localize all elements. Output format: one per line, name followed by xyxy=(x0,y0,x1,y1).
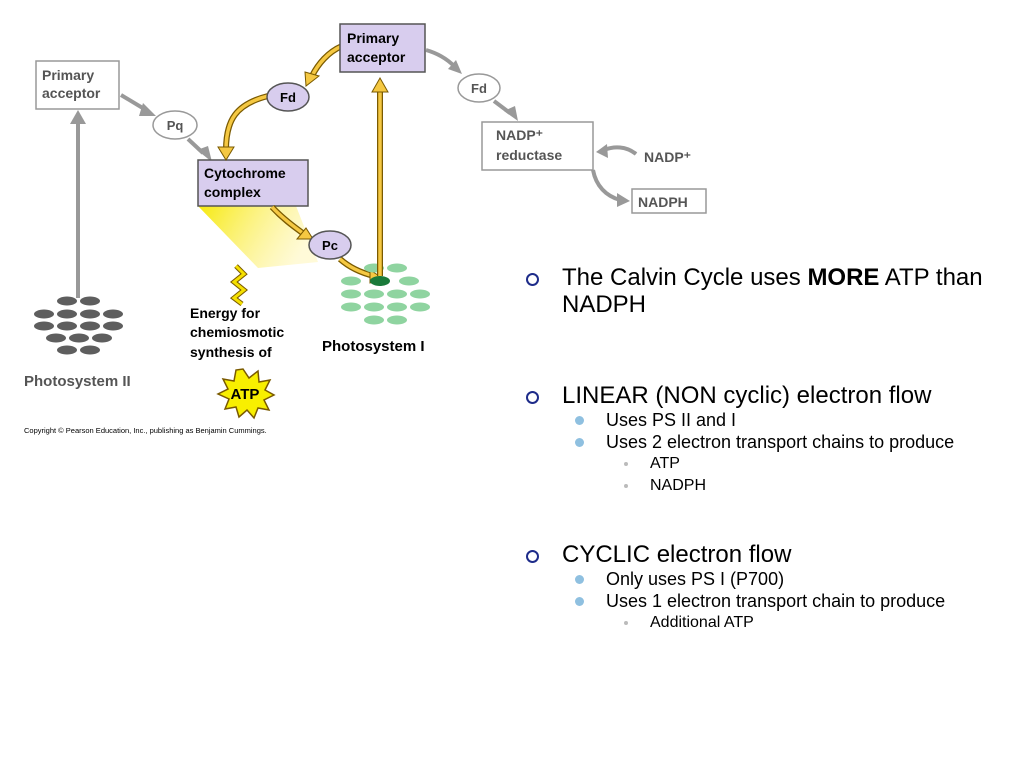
arrowhead-fd-to-reductase xyxy=(504,106,518,121)
ps2-primary-acceptor-line2: acceptor xyxy=(42,85,101,101)
arrow-ps1-acceptor-to-fd-linear xyxy=(425,48,456,68)
atp-label: ATP xyxy=(231,386,260,403)
sub-bullet-dot-icon xyxy=(575,438,584,447)
pc-carrier xyxy=(308,230,352,260)
p700-reaction-center xyxy=(370,276,390,286)
nadph-box xyxy=(631,188,707,214)
arrowhead-fd-to-cytochrome xyxy=(217,146,235,161)
ps1-primary-acceptor-line2: acceptor xyxy=(347,49,406,65)
arrow-nadp-into-reductase xyxy=(603,145,638,156)
fd-linear-carrier xyxy=(457,73,501,103)
atp-starburst xyxy=(216,368,276,420)
sub-bullet-uses-ps-text: Uses PS II and I xyxy=(606,410,737,430)
nadph-label: NADPH xyxy=(638,194,688,210)
bullet-ring-icon xyxy=(526,273,539,286)
arrowhead-acceptor-to-pq xyxy=(139,103,156,116)
arrowhead-ps1-acceptor-to-fd-linear xyxy=(448,60,462,74)
reductase-line2: reductase xyxy=(496,147,562,163)
sub-sub-bullet-nadph: NADPH xyxy=(522,475,1012,497)
arrowhead-reductase-to-nadph xyxy=(617,193,630,207)
sub-bullet-one-chain-text: Uses 1 electron transport chain to produ… xyxy=(606,591,946,611)
bullet-calvin-emphasis: MORE xyxy=(807,264,880,291)
photosystem-ii-disks xyxy=(34,296,123,355)
bullet-linear-text: LINEAR (NON cyclic) electron flow xyxy=(562,382,932,409)
photosystem-ii-label: Photosystem II xyxy=(24,373,131,390)
sub-bullet-two-chains-text: Uses 2 electron transport chains to prod… xyxy=(606,432,955,452)
ps2-primary-acceptor-box xyxy=(35,60,120,110)
pc-label: Pc xyxy=(322,238,338,253)
bullet-calvin-text-before: The Calvin Cycle uses xyxy=(562,264,808,291)
ps1-excitation-arrowhead xyxy=(371,76,389,93)
sub-bullet-one-chain: Uses 1 electron transport chain to produ… xyxy=(522,590,1012,612)
arrowhead-pq-to-cytochrome xyxy=(197,146,212,162)
bullet-calvin-cycle: The Calvin Cycle uses MORE ATP than NADP… xyxy=(522,264,1012,318)
sub-sub-bullet-dot-icon xyxy=(624,484,628,488)
photosystem-i-disks xyxy=(341,263,430,325)
sub-bullet-uses-ps: Uses PS II and I xyxy=(522,409,1012,431)
ps2-primary-acceptor-line1: Primary xyxy=(42,67,94,83)
bullet-cyclic-text: CYCLIC electron flow xyxy=(562,541,792,568)
bullet-ring-icon xyxy=(526,391,539,404)
sub-bullet-two-chains: Uses 2 electron transport chains to prod… xyxy=(522,431,1012,453)
bullet-linear-flow: LINEAR (NON cyclic) electron flow xyxy=(522,382,1012,409)
bullet-calvin-text-after: ATP than NADPH xyxy=(562,264,983,318)
photosystem-i-label: Photosystem I xyxy=(322,338,425,355)
nadp-reductase-box xyxy=(481,121,594,171)
energy-line3: synthesis of xyxy=(190,344,272,360)
sub-bullet-only-ps1: Only uses PS I (P700) xyxy=(522,568,1012,590)
arrowhead-nadp-into-reductase xyxy=(596,144,608,158)
arrow-ps1-acceptor-to-fd xyxy=(309,43,344,78)
sub-sub-bullet-atp-text: ATP xyxy=(650,455,680,472)
cytochrome-line1: Cytochrome xyxy=(204,165,286,181)
sub-sub-bullet-dot-icon xyxy=(624,462,628,466)
fd-cyclic-label: Fd xyxy=(280,90,296,105)
energy-line2: chemiosmotic xyxy=(190,324,284,340)
fd-linear-label: Fd xyxy=(471,81,487,96)
sub-sub-bullet-nadph-text: NADPH xyxy=(650,477,707,494)
sub-sub-bullet-additional-atp-text: Additional ATP xyxy=(650,614,754,631)
sub-bullet-dot-icon xyxy=(575,416,584,425)
reductase-line1: NADP⁺ xyxy=(496,127,543,143)
fd-cyclic-carrier xyxy=(266,82,310,112)
sub-bullet-dot-icon xyxy=(575,575,584,584)
sub-sub-bullet-dot-icon xyxy=(624,621,628,625)
sub-bullet-only-ps1-text: Only uses PS I (P700) xyxy=(606,569,785,589)
ps1-primary-acceptor-line1: Primary xyxy=(347,30,399,46)
arrow-reductase-to-nadph xyxy=(591,169,621,202)
sub-sub-bullet-additional-atp: Additional ATP xyxy=(522,612,1012,634)
ps1-primary-acceptor-box xyxy=(339,23,426,73)
sub-sub-bullet-atp: ATP xyxy=(522,453,1012,475)
pq-carrier xyxy=(152,110,198,140)
nadp-plus-label: NADP⁺ xyxy=(644,149,691,165)
ps2-excitation-arrowhead xyxy=(70,110,86,124)
cytochrome-line2: complex xyxy=(204,184,261,200)
sub-bullet-dot-icon xyxy=(575,597,584,606)
energy-line1: Energy for xyxy=(190,305,261,321)
pq-label: Pq xyxy=(167,118,184,133)
bullet-ring-icon xyxy=(526,550,539,563)
arrowhead-cytochrome-to-pc xyxy=(295,227,314,240)
cytochrome-complex-box xyxy=(197,159,309,207)
copyright-notice: Copyright © Pearson Education, Inc., pub… xyxy=(24,426,267,435)
bullet-list: The Calvin Cycle uses MORE ATP than NADP… xyxy=(522,264,1012,634)
bullet-cyclic-flow: CYCLIC electron flow xyxy=(522,541,1012,568)
arrowhead-ps1-acceptor-to-fd xyxy=(304,71,321,87)
